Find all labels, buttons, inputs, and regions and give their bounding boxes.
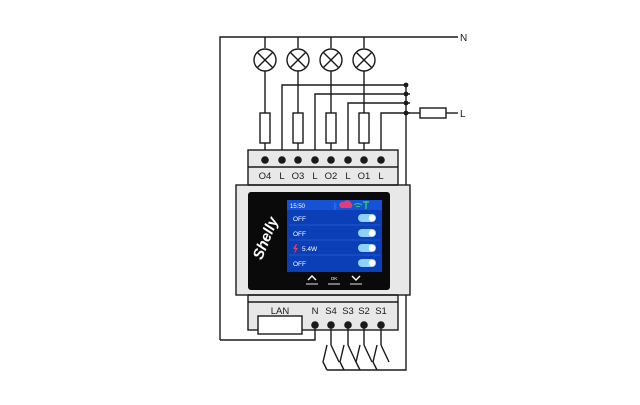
terminal-label-l2: L: [312, 171, 317, 182]
switch-s3-icon: [347, 344, 357, 363]
ok-label: OK: [331, 276, 338, 281]
terminal-label-s1: S1: [375, 306, 387, 317]
wifi-icon: [353, 203, 363, 208]
lan-port: [257, 315, 303, 335]
terminal-label-s4: S4: [325, 306, 337, 317]
lamp-o1-icon: [352, 48, 376, 72]
status-icons: ᛒ: [333, 200, 369, 211]
ok-button[interactable]: OK: [328, 276, 340, 285]
bluetooth-icon: ᛒ: [333, 202, 338, 211]
terminal-label-o3: O3: [292, 171, 305, 182]
cloud-icon: [339, 200, 353, 208]
panel-buttons: OK: [306, 275, 362, 285]
terminal-label-o2: O2: [325, 171, 338, 182]
switch-s2-icon: [363, 344, 373, 363]
lamp-o4-icon: [253, 48, 277, 72]
down-button[interactable]: [350, 275, 362, 285]
lightning-icon: [293, 244, 298, 254]
lamp-group: [253, 48, 376, 72]
terminal-label-l4: L: [378, 171, 383, 182]
terminal-label-o1: O1: [358, 171, 371, 182]
top-terminal-labels: O4 L O3 L O2 L O1 L: [259, 171, 384, 182]
fuse-o3: [292, 112, 304, 144]
neutral-wire: [219, 36, 458, 340]
switch-s1-icon: [380, 344, 390, 363]
chevron-up-icon: [307, 275, 317, 281]
channel-3-status: OFF: [293, 231, 306, 238]
fuse-group: [259, 112, 370, 144]
terminal-label-s3: S3: [342, 306, 354, 317]
up-button[interactable]: [306, 275, 318, 285]
switch-wires: [322, 310, 407, 371]
main-fuse: [419, 107, 447, 119]
bottom-terminal-labels: LAN N S4 S3 S2 S1: [271, 306, 387, 317]
lamp-o3-icon: [286, 48, 310, 72]
terminal-label-n: N: [312, 306, 319, 317]
channel-4-status: OFF: [293, 216, 306, 223]
chevron-down-icon: [351, 275, 361, 281]
junction-dots: [403, 82, 409, 116]
channel-1-status: OFF: [293, 261, 306, 268]
terminal-label-o4: O4: [259, 171, 272, 182]
status-bar: [287, 200, 382, 210]
switch-s4-icon: [330, 344, 340, 363]
switch-group: [330, 344, 390, 363]
fuse-o1: [358, 112, 370, 144]
terminal-label-l3: L: [345, 171, 350, 182]
display-rows: OFF OFF 5.4W OFF: [289, 214, 380, 268]
line-label: L: [460, 109, 466, 120]
terminal-label-l1: L: [279, 171, 284, 182]
display-time: 15:50: [290, 204, 306, 210]
neutral-label: N: [460, 33, 467, 44]
lamp-o2-icon: [319, 48, 343, 72]
fuse-o2: [325, 112, 337, 144]
terminal-label-s2: S2: [358, 306, 370, 317]
lan-label: LAN: [271, 306, 290, 317]
top-terminals: [261, 156, 385, 164]
fuse-o4: [259, 112, 271, 144]
channel-2-power: 5.4W: [302, 246, 318, 253]
neutral-return-wire: [220, 325, 316, 341]
